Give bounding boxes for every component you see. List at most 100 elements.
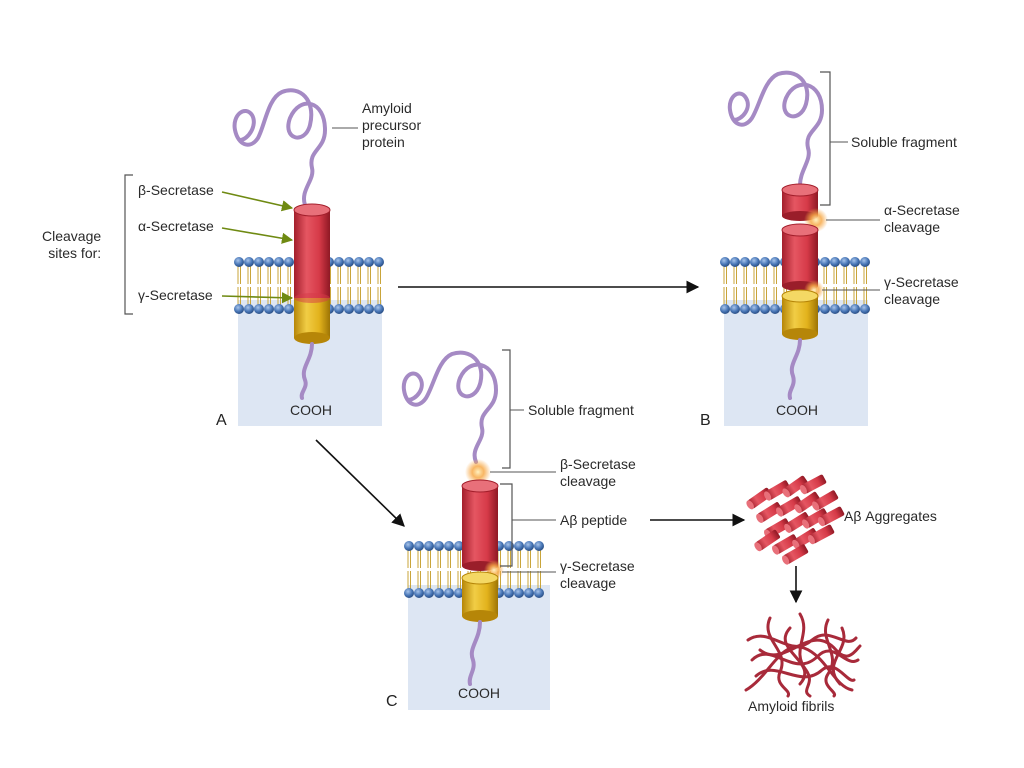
lipid-head (364, 304, 374, 314)
cooh-label-b: COOH (776, 402, 818, 418)
fibril-strand (831, 626, 846, 686)
soluble-fragment-label-c: Soluble fragment (528, 402, 634, 418)
lipid-head (404, 541, 414, 551)
fibrils-label: Amyloid fibrils (748, 698, 835, 714)
lipid-head (534, 588, 544, 598)
soluble-bracket (502, 349, 511, 469)
membrane-red-segment (781, 223, 819, 291)
alpha-pointer-arrow (221, 227, 294, 244)
lipid-head (334, 257, 344, 267)
aggregate-piece (794, 491, 820, 514)
lipid-head (454, 588, 464, 598)
lipid-head (274, 304, 284, 314)
lipid-head (740, 304, 750, 314)
lipid-head (760, 304, 770, 314)
lipid-head (364, 257, 374, 267)
protein-chain-extracellular (232, 88, 328, 207)
beta-pointer-arrow (221, 191, 294, 212)
lipid-head (860, 257, 870, 267)
lipid-head (344, 257, 354, 267)
amyloid-fibrils (744, 612, 862, 698)
abeta-red-segment (461, 479, 499, 571)
lipid-head (434, 588, 444, 598)
lipid-head (374, 257, 384, 267)
soluble-chain (727, 70, 825, 187)
lipid-head (840, 304, 850, 314)
lipid-head (514, 588, 524, 598)
lipid-head (770, 304, 780, 314)
lipid-head (830, 257, 840, 267)
lipid-head (234, 257, 244, 267)
lipid-head (860, 304, 870, 314)
lipid-head (820, 304, 830, 314)
aggregate-piece (784, 512, 811, 533)
lipid-head (770, 257, 780, 267)
protein-label: Amyloid precursor protein (362, 100, 422, 150)
lipid-head (344, 304, 354, 314)
lipid-head (264, 304, 274, 314)
alpha-secretase-label: α-Secretase (138, 218, 214, 234)
lipid-head (444, 541, 454, 551)
lipid-head (374, 304, 384, 314)
cleavage-sites-label: Cleavage sites for: (42, 228, 102, 261)
aggregate-piece (782, 544, 809, 565)
lipid-head (514, 541, 524, 551)
lipid-head (414, 588, 424, 598)
soluble-chain (401, 350, 499, 464)
lipid-head (504, 588, 514, 598)
lipid-head (840, 257, 850, 267)
alpha-cleavage-label: α-Secretase cleavage (884, 202, 960, 235)
lipid-head (720, 304, 730, 314)
lipid-head (414, 541, 424, 551)
beta-cleavage-label: β-Secretase cleavage (560, 456, 636, 489)
aggregate-piece (776, 496, 803, 517)
aggregate-piece (817, 506, 845, 527)
lipid-head (234, 304, 244, 314)
aggregates-label: Aβ Aggregates (844, 508, 937, 524)
panel-letter-a: A (216, 412, 227, 429)
aggregate-piece (799, 474, 827, 495)
cooh-label-c: COOH (458, 685, 500, 701)
fibril-strand (783, 626, 807, 686)
cooh-label-a: COOH (290, 402, 332, 418)
panel-letter-b: B (700, 412, 711, 429)
intracellular-chain (467, 620, 482, 686)
lipid-head (524, 541, 534, 551)
lipid-head (404, 588, 414, 598)
aggregate-piece (756, 502, 783, 523)
arrow-a-to-c (315, 439, 405, 527)
lipid-head (730, 304, 740, 314)
lipid-head (254, 257, 264, 267)
lipid-head (760, 257, 770, 267)
lipid-head (254, 304, 264, 314)
lipid-head (264, 257, 274, 267)
abeta-peptide-label: Aβ peptide (560, 512, 628, 528)
lipid-head (750, 257, 760, 267)
lipid-head (284, 257, 294, 267)
lipid-head (740, 257, 750, 267)
fibril-strand (824, 618, 837, 698)
fibril-strand (758, 638, 862, 658)
lipid-head (334, 304, 344, 314)
lipid-head (750, 304, 760, 314)
app-red-segment (293, 203, 331, 298)
soluble-bracket (820, 71, 831, 206)
yellow-segment (781, 289, 819, 340)
lipid-head (354, 257, 364, 267)
cleavage-bracket (124, 174, 133, 315)
lipid-head (454, 541, 464, 551)
lipid-head (274, 257, 284, 267)
lipid-head (850, 304, 860, 314)
lipid-head (424, 588, 434, 598)
yellow-segment (461, 571, 499, 622)
lipid-head (444, 588, 454, 598)
aggregate-piece (812, 490, 839, 511)
gamma-cleavage-label-c: γ-Secretase cleavage (560, 558, 635, 591)
lipid-head (730, 257, 740, 267)
fibril-strand (754, 665, 856, 682)
intracellular-chain (787, 338, 802, 400)
aggregate-piece (772, 534, 799, 555)
abeta-bracket (500, 483, 513, 567)
lipid-head (424, 541, 434, 551)
lipid-head (434, 541, 444, 551)
